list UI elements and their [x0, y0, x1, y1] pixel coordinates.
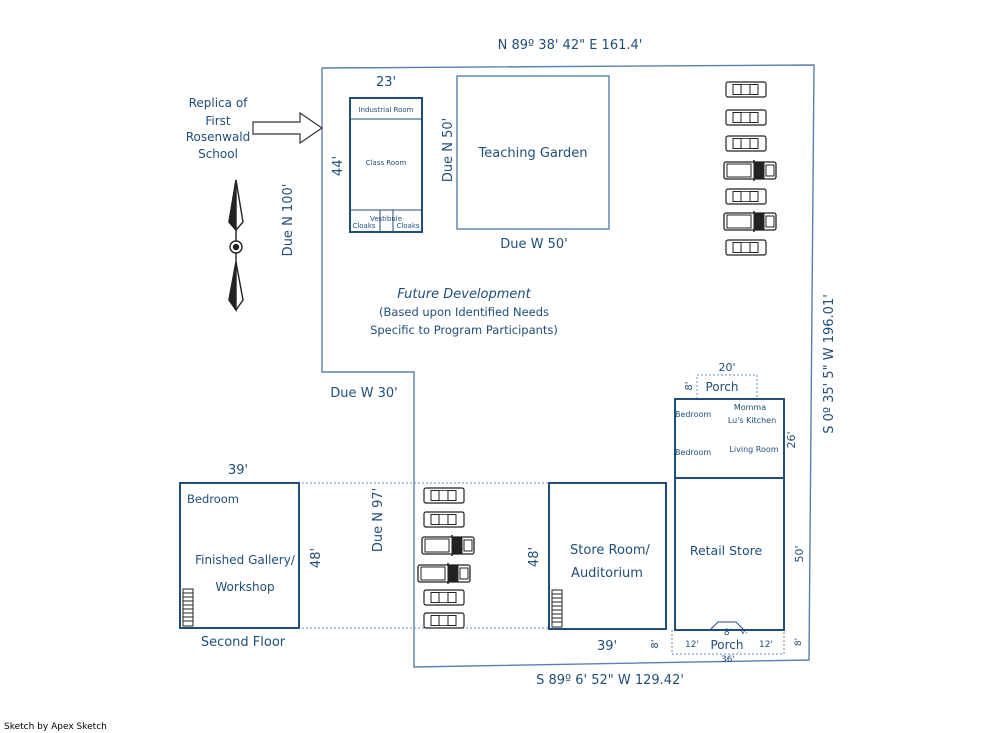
store-room-label-2: Auditorium — [571, 566, 643, 581]
school-depth-label: 44' — [331, 156, 346, 176]
house-bedroom-2-label: Bedroom — [675, 448, 711, 457]
store-room-building — [548, 482, 667, 630]
retail-depth-label: 50' — [793, 545, 806, 562]
west-upper-label: Due N 100' — [281, 184, 296, 257]
garden-side-label: Due N 50' — [441, 118, 456, 182]
cloaks-left-label: Cloaks — [352, 222, 375, 230]
west-lower-label: Due N 97' — [371, 488, 386, 552]
gallery-stairs-icon — [182, 588, 194, 627]
house-kitchen-label-2: Lu's Kitchen — [728, 416, 776, 425]
future-development-line-2: Specific to Program Participants) — [370, 323, 558, 337]
store-room-depth-label: 48' — [527, 547, 542, 567]
teaching-garden-label: Teaching Garden — [478, 146, 588, 161]
garden-bottom-label: Due W 50' — [500, 237, 567, 252]
north-boundary-label: N 89º 38' 42" E 161.4' — [498, 38, 643, 53]
north-arrow-icon — [228, 179, 244, 313]
school-width-label: 23' — [376, 75, 396, 90]
retail-porch-right-label: 12' — [759, 640, 773, 650]
store-room-stairs-icon — [551, 589, 563, 628]
property-boundary — [321, 64, 815, 668]
second-floor-label: Second Floor — [201, 635, 286, 650]
gallery-label-2: Workshop — [215, 580, 274, 594]
retail-porch-label: Porch — [710, 638, 743, 652]
store-room-label-1: Store Room/ — [570, 543, 651, 558]
retail-porch-left-label: 12' — [685, 640, 699, 650]
house-porch-depth-label: 8' — [684, 381, 695, 390]
house-porch-label: Porch — [705, 380, 738, 394]
retail-porch-mid-label: 8' — [724, 628, 732, 638]
retail-store-label: Retail Store — [690, 543, 763, 558]
callout-arrow-icon — [252, 111, 324, 145]
house-bedroom-1-label: Bedroom — [675, 410, 711, 419]
house-living-room-label: Living Room — [729, 445, 778, 454]
west-offset-label: Due W 30' — [330, 386, 397, 401]
parking-upper — [723, 81, 777, 256]
store-room-porch-depth-label: 8' — [650, 639, 661, 648]
callout-line-1: Replica of — [189, 96, 249, 110]
teaching-garden — [456, 75, 610, 230]
vestibule-label: Vestibule — [370, 215, 402, 223]
store-room-width-label: 39' — [597, 639, 617, 654]
school-building — [349, 97, 423, 233]
gallery-depth-label: 48' — [309, 548, 324, 568]
retail-store-building — [674, 477, 785, 631]
parking-lower — [417, 487, 475, 629]
cloaks-right-label: Cloaks — [396, 222, 419, 230]
retail-porch-depth-label: 8' — [794, 638, 804, 646]
classroom-label: Class Room — [366, 159, 407, 167]
callout-line-2: First — [205, 114, 231, 128]
gallery-bedroom-label: Bedroom — [187, 492, 239, 506]
callout-line-3: Rosenwald — [186, 130, 251, 144]
house-kitchen-label-1: Momma — [734, 403, 766, 412]
footer-credit: Sketch by Apex Sketch — [4, 722, 107, 732]
retail-porch-width-label: 36' — [721, 655, 735, 665]
retail-porch — [671, 630, 785, 655]
retail-porch-angle-label: 4' — [738, 627, 748, 637]
future-development-title: Future Development — [397, 287, 531, 302]
house-depth-label: 26' — [785, 431, 798, 448]
south-boundary-label: S 89º 6' 52" W 129.42' — [536, 673, 684, 688]
callout-line-4: School — [198, 147, 238, 161]
gallery-label-1: Finished Gallery/ — [195, 553, 296, 567]
east-boundary-label: S 0º 35' 5" W 196.01' — [822, 294, 837, 434]
future-development-line-1: (Based upon Identified Needs — [379, 305, 549, 319]
gallery-width-label: 39' — [228, 463, 248, 478]
gallery-building — [179, 482, 300, 629]
house-porch-width-label: 20' — [718, 361, 735, 374]
industrial-room-label: Industrial Room — [359, 106, 414, 114]
